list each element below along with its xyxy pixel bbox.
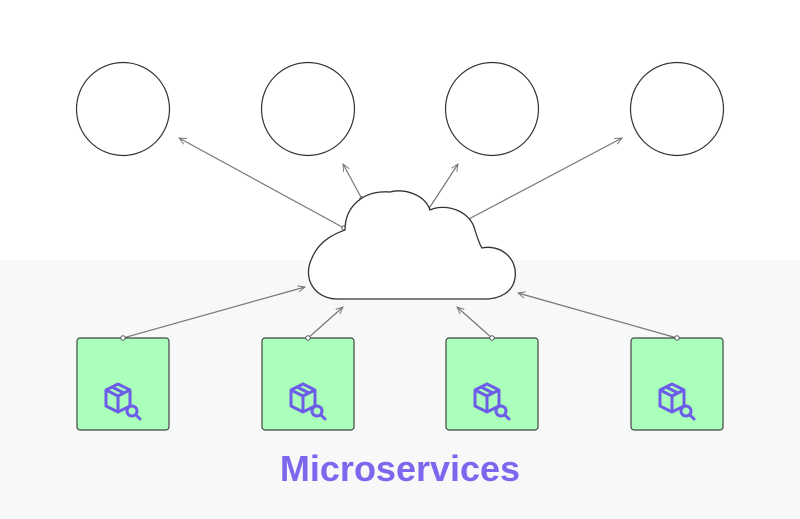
arrow-service-3-to-cloud	[457, 307, 493, 339]
microservice-box-4	[630, 337, 724, 431]
arrows-up-group	[179, 138, 622, 229]
arrow-service-4-to-cloud	[518, 293, 678, 339]
arrow-cloud-to-client-2	[343, 164, 363, 200]
client-circle-1	[75, 61, 171, 157]
microservice-box-2	[261, 337, 355, 431]
client-circle-2	[260, 61, 356, 157]
arrow-cloud-to-client-3	[427, 164, 458, 211]
arrow-service-2-to-cloud	[307, 307, 343, 339]
arrow-service-1-to-cloud	[122, 287, 305, 339]
arrow-cloud-to-client-1	[179, 138, 345, 229]
cloud-icon	[307, 190, 516, 300]
service-anchor-dots	[120, 335, 680, 341]
services-group	[76, 337, 724, 431]
client-circle-3	[444, 61, 540, 157]
client-circle-4	[629, 61, 725, 157]
arrows-in-group	[122, 287, 678, 339]
clients-group	[75, 61, 725, 157]
microservice-box-3	[445, 337, 539, 431]
arrow-cloud-to-client-4	[466, 138, 622, 221]
microservice-box-1	[76, 337, 170, 431]
diagram-caption: Microservices	[279, 448, 521, 489]
